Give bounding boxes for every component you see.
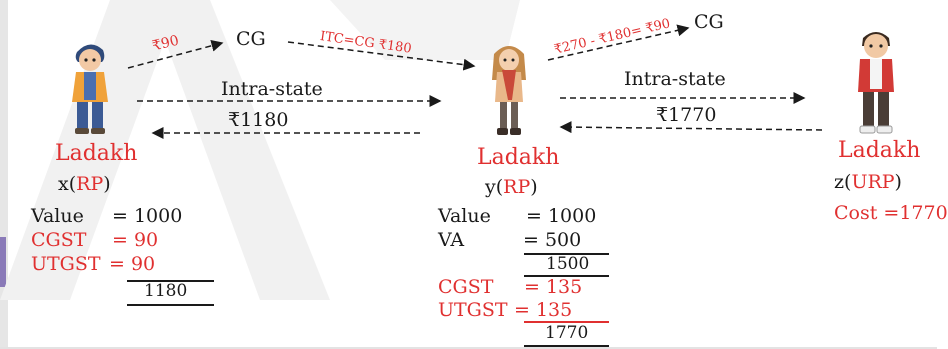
arrow-y-to-cg <box>547 24 690 61</box>
calc-x-value-label: Value <box>31 205 84 227</box>
cg-label-1: CG <box>236 28 266 50</box>
person-y-figure <box>492 46 526 135</box>
person-x-figure <box>72 44 108 134</box>
calc-y-value-label: Value <box>438 205 491 227</box>
person-y-name: y(RP) <box>485 176 538 198</box>
calc-y-va-label: VA <box>438 229 465 251</box>
calc-y-subtotal: 1500 <box>546 254 590 274</box>
payment-amount-yz: ₹1770 <box>656 104 717 126</box>
intra-state-label-yz: Intra-state <box>624 68 726 90</box>
calc-y-total-underline <box>524 345 609 347</box>
person-z-cost: Cost =1770 <box>834 202 948 224</box>
calc-y-cgst-label: CGST <box>438 276 494 298</box>
person-x-name: x(RP) <box>58 173 111 195</box>
calc-x-cgst-label: CGST <box>31 229 87 251</box>
calc-x-total: 1180 <box>144 281 188 301</box>
arrow-cg-to-y <box>287 41 476 71</box>
person-y-state: Ladakh <box>477 145 560 170</box>
calc-x-utgst-label: UTGST <box>31 253 101 275</box>
boy-figure-icon <box>858 32 894 134</box>
calc-x-total-underline <box>127 304 214 306</box>
person-x-state: Ladakh <box>55 141 138 166</box>
calc-y-value: = 1000 <box>526 205 597 227</box>
calc-x-total-rule <box>127 280 214 282</box>
calc-y-total: 1770 <box>545 323 589 343</box>
calc-x-cgst: = 90 <box>112 229 159 251</box>
calc-y-va: = 500 <box>523 229 582 251</box>
intra-state-label-xy: Intra-state <box>221 78 323 100</box>
person-z-figure <box>858 32 894 134</box>
calc-y-subtotal-rule <box>524 275 609 277</box>
calc-x-utgst: = 90 <box>109 253 156 275</box>
calc-y-utgst-label: UTGST <box>438 299 508 321</box>
bottom-rule <box>0 347 937 349</box>
calc-y-utgst: = 135 <box>514 299 573 321</box>
calc-y-utgst-rule <box>524 321 609 323</box>
boy-figure-icon <box>72 44 108 134</box>
payment-amount-xy: ₹1180 <box>228 109 289 131</box>
calc-y-cgst: = 135 <box>524 276 583 298</box>
arrow-x-to-cg <box>127 39 224 69</box>
cg-label-2: CG <box>694 11 724 33</box>
calc-x-value: = 1000 <box>112 205 183 227</box>
person-z-state: Ladakh <box>838 138 921 163</box>
arrow-z-to-y-payment <box>559 121 823 134</box>
person-z-name: z(URP) <box>834 171 902 193</box>
calc-y-va-rule <box>524 253 609 255</box>
girl-figure-icon <box>492 46 526 135</box>
